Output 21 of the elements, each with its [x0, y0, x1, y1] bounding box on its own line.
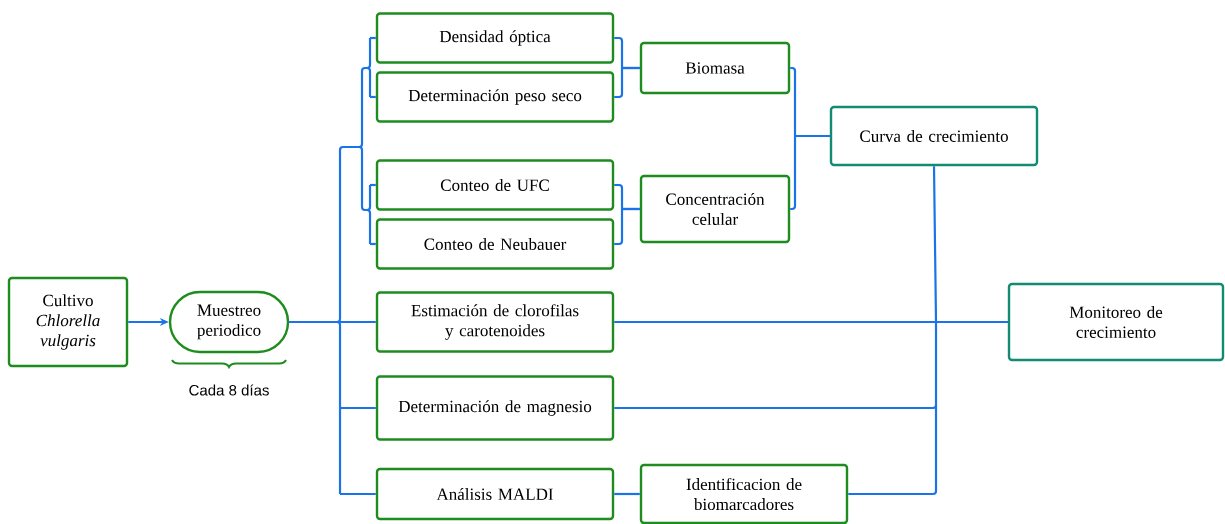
connector-line [288, 36, 376, 496]
caption-text: Cada 8 días [189, 384, 269, 396]
connector-line [613, 165, 1008, 496]
process-box: Identificacion de biomarcadores [639, 463, 849, 524]
process-box: Cultivo Chlorella vulgaris [7, 276, 129, 368]
process-box: Conteo de Neubauer [375, 218, 615, 270]
process-box: Análisis MALDI [375, 467, 615, 521]
connector-line [613, 36, 640, 99]
process-box: Biomasa [639, 41, 791, 95]
process-box: Monitoreo de crecimiento [1007, 282, 1225, 362]
process-box: Concentración celular [639, 174, 791, 244]
process-box: Estimación de clorofilas y carotenoides [375, 291, 615, 353]
process-box: Curva de crecimiento [829, 105, 1039, 167]
process-box: Conteo de UFC [375, 159, 615, 211]
connector-line [789, 66, 830, 211]
connector-line [613, 183, 640, 246]
process-box: Determinación peso seco [375, 71, 615, 123]
process-box: Determinación de magnesio [375, 375, 615, 441]
process-box: Densidad óptica [375, 12, 615, 64]
rounded-box: Muestreo periodico [168, 290, 290, 354]
connector-line [614, 492, 640, 496]
